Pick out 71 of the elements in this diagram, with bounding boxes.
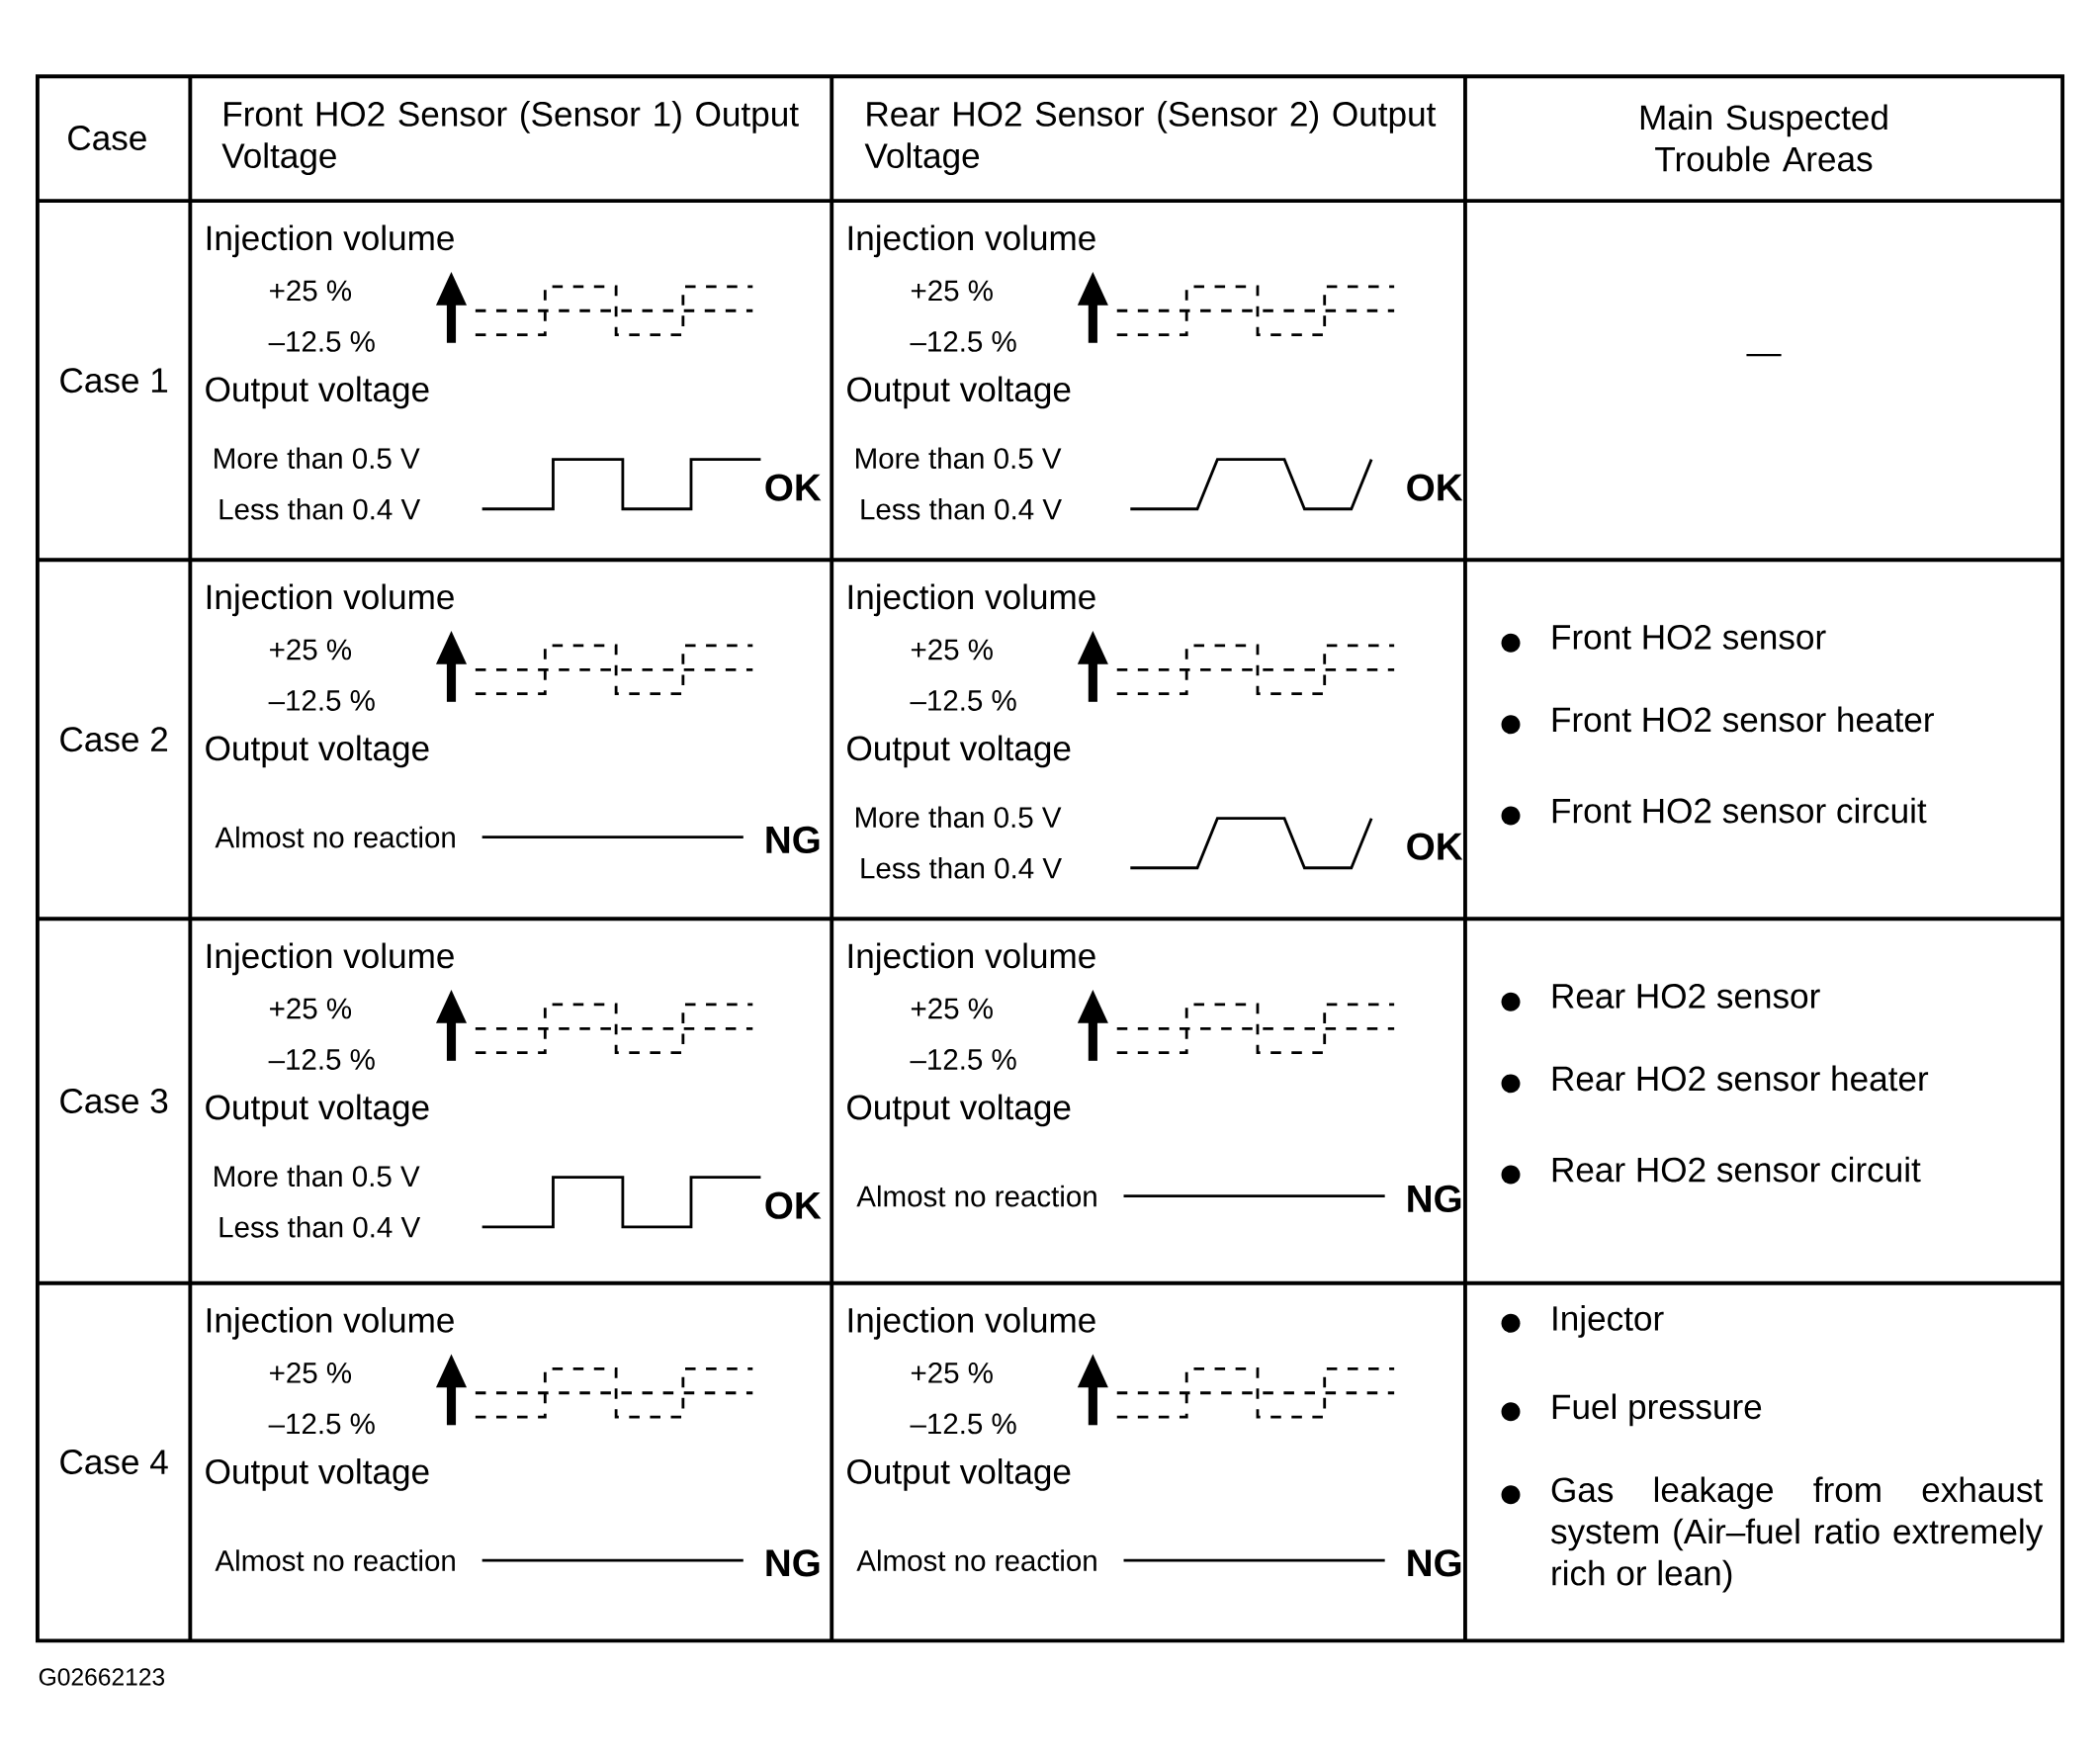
percent-label: –12.5 % xyxy=(268,331,375,352)
list-item: Front HO2 sensor xyxy=(1552,625,1826,650)
status-label: OK xyxy=(765,474,822,501)
percent-label: –12.5 % xyxy=(910,331,1016,352)
percent-label: +25 % xyxy=(911,1363,993,1383)
status-label: OK xyxy=(1407,833,1463,860)
cell-heading: Output voltage xyxy=(847,1458,1071,1491)
row-label: Case 2 xyxy=(60,727,167,752)
percent-label: +25 % xyxy=(270,280,352,302)
cell-heading: Output voltage xyxy=(206,735,429,768)
cell-heading: Injection volume xyxy=(207,224,454,258)
voltage-label: Almost no reaction xyxy=(856,1549,1096,1571)
voltage-label: Almost no reaction xyxy=(215,826,455,848)
list-item: Injector xyxy=(1553,1305,1664,1338)
row-label: Case 3 xyxy=(60,1089,168,1113)
voltage-label: Less than 0.4 V xyxy=(219,497,421,520)
cell-heading: Injection volume xyxy=(848,224,1095,258)
voltage-label: Less than 0.4 V xyxy=(861,857,1062,879)
column-header: Case xyxy=(68,126,146,150)
cell-heading: Output voltage xyxy=(847,376,1071,409)
percent-label: –12.5 % xyxy=(910,1049,1016,1070)
cell-heading: Injection volume xyxy=(207,942,454,976)
percent-label: +25 % xyxy=(270,639,352,660)
percent-label: –12.5 % xyxy=(268,690,375,711)
voltage-label: Less than 0.4 V xyxy=(861,497,1062,520)
percent-label: +25 % xyxy=(270,1363,352,1383)
status-label: OK xyxy=(765,1191,822,1219)
column-header: Rear HO2 Sensor (Sensor 2) Output Voltage xyxy=(864,101,1437,175)
percent-label: –12.5 % xyxy=(268,1413,375,1435)
voltage-label: More than 0.5 V xyxy=(856,806,1062,829)
cell-heading: Injection volume xyxy=(848,1307,1095,1340)
empty-cell-dash: — xyxy=(1746,354,1782,357)
cell-heading: Output voltage xyxy=(847,1094,1071,1127)
cell-heading: Output voltage xyxy=(206,1094,429,1127)
percent-label: +25 % xyxy=(911,998,993,1019)
row-label: Case 4 xyxy=(60,1450,168,1474)
percent-label: –12.5 % xyxy=(910,690,1016,711)
voltage-label: More than 0.5 V xyxy=(856,447,1062,470)
row-label: Case 1 xyxy=(60,368,168,394)
list-item: Front HO2 sensor circuit xyxy=(1552,797,1927,824)
cell-heading: Injection volume xyxy=(848,942,1095,976)
list-item: Rear HO2 sensor circuit xyxy=(1552,1156,1921,1183)
cell-heading: Output voltage xyxy=(206,1458,429,1491)
percent-label: +25 % xyxy=(270,998,352,1019)
cell-heading: Injection volume xyxy=(848,583,1095,617)
list-item: Rear HO2 sensor xyxy=(1552,984,1820,1009)
cell-heading: Output voltage xyxy=(847,735,1071,768)
voltage-label: More than 0.5 V xyxy=(215,1165,420,1188)
column-header: Main Suspected Trouble Areas xyxy=(1640,104,1887,172)
voltage-label: More than 0.5 V xyxy=(215,447,420,470)
status-label: NG xyxy=(1408,1549,1461,1577)
list-item: Front HO2 sensor heater xyxy=(1552,706,1934,733)
status-label: NG xyxy=(766,1549,820,1577)
cell-heading: Output voltage xyxy=(206,376,429,409)
percent-label: –12.5 % xyxy=(910,1413,1016,1435)
status-label: NG xyxy=(766,826,820,854)
voltage-label: Almost no reaction xyxy=(215,1549,455,1571)
figure-id: G02662123 xyxy=(39,1668,165,1686)
cell-heading: Injection volume xyxy=(207,583,454,617)
column-header: Front HO2 Sensor (Sensor 1) Output Voltage xyxy=(221,101,799,175)
percent-label: +25 % xyxy=(911,280,993,302)
status-label: NG xyxy=(1408,1185,1461,1213)
voltage-label: Almost no reaction xyxy=(856,1185,1096,1207)
voltage-label: Less than 0.4 V xyxy=(219,1216,421,1238)
cell-heading: Injection volume xyxy=(207,1307,454,1340)
percent-label: –12.5 % xyxy=(268,1049,375,1070)
list-item: Fuel pressure xyxy=(1552,1393,1762,1427)
list-item: Rear HO2 sensor heater xyxy=(1552,1065,1929,1092)
list-item: Gas leakage from exhaust system (Air–fuel ratio extremely rich or lean) xyxy=(1551,1476,2044,1593)
percent-label: +25 % xyxy=(911,639,993,660)
status-label: OK xyxy=(1407,474,1463,501)
